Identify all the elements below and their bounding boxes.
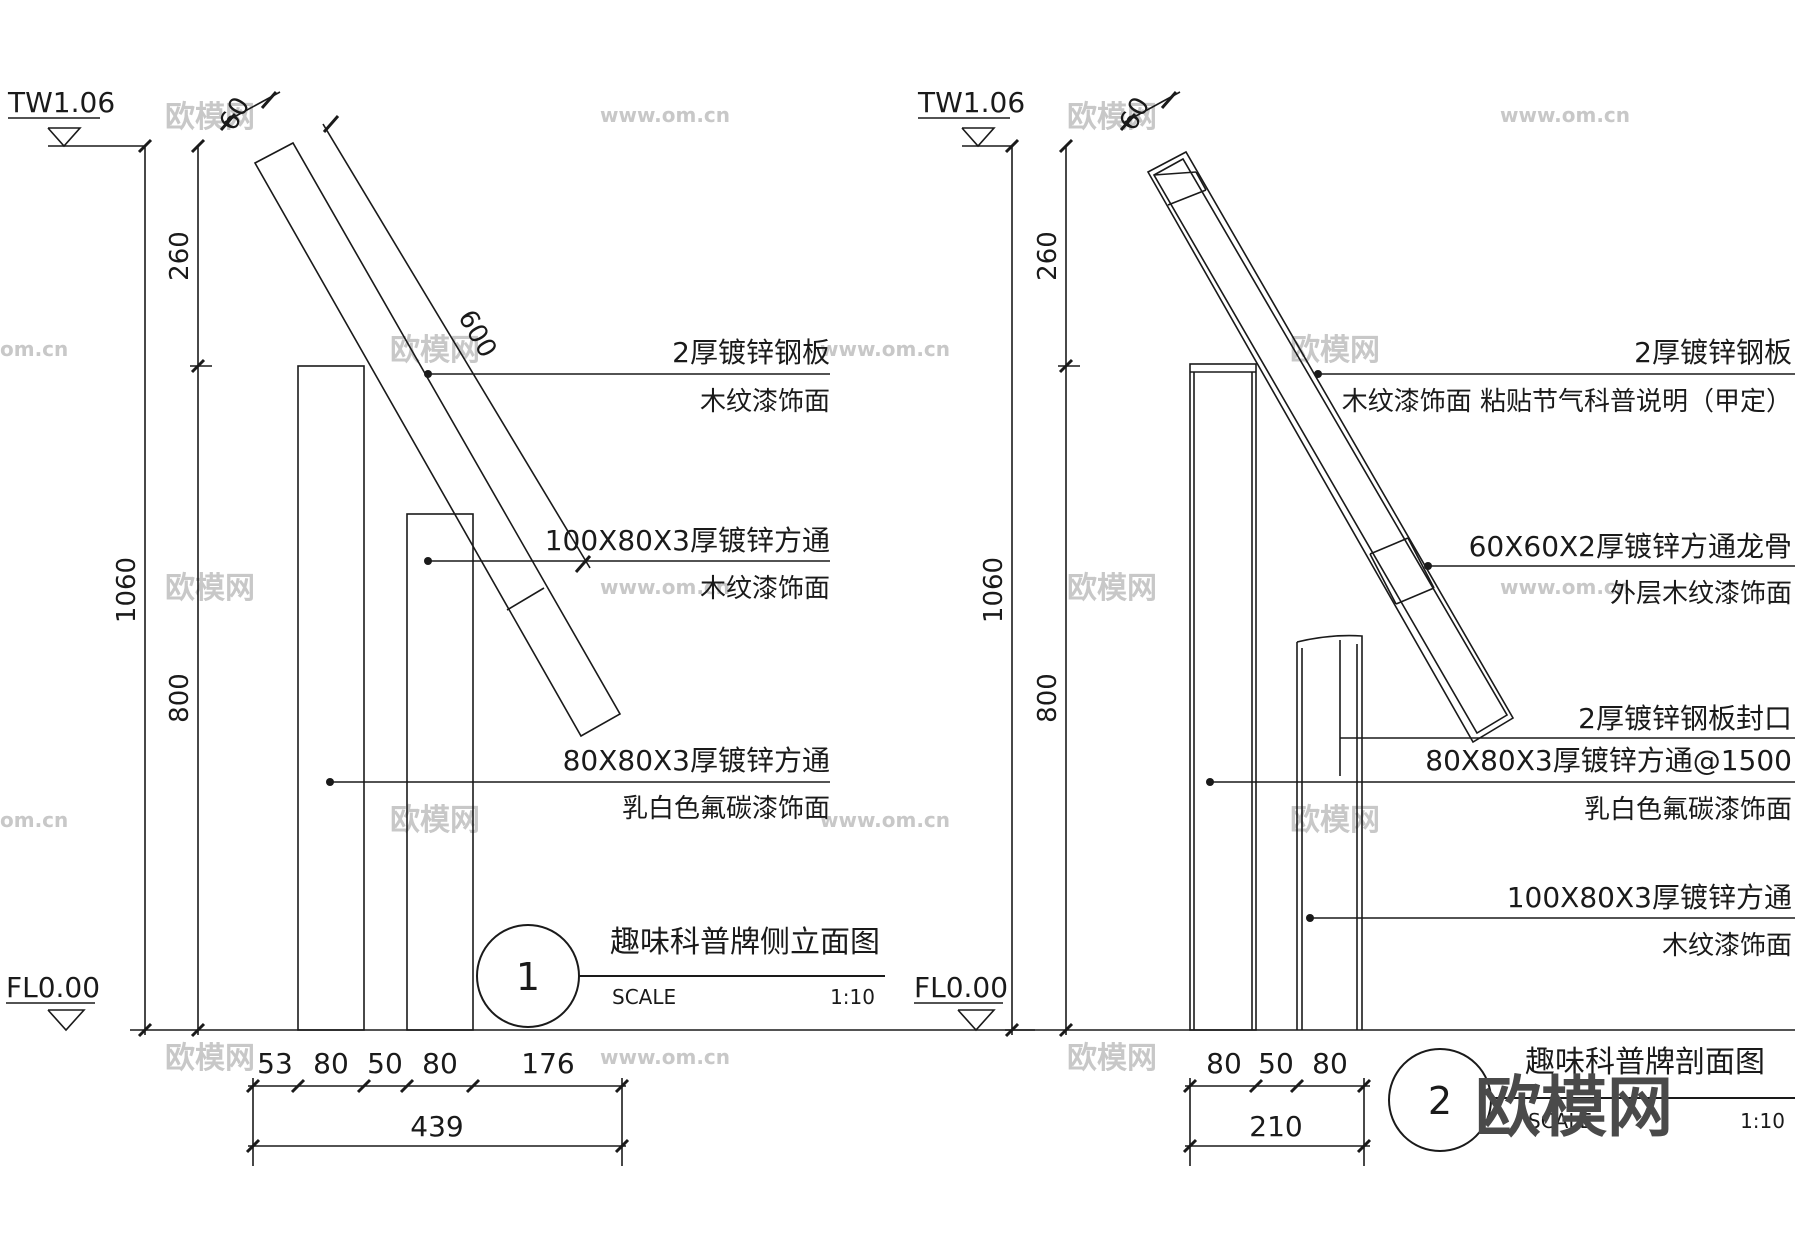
watermark-url: www.om.cn [1500, 575, 1630, 599]
watermark-text: 欧模网 [1067, 1041, 1157, 1076]
dim-800: 800 [1033, 673, 1063, 723]
level-mark-top: TW1.06 [917, 86, 1025, 148]
leader-1: 2厚镀锌钢板 木纹漆饰面 粘贴节气科普说明（甲定） [1314, 336, 1795, 417]
label-seal-plate: 2厚镀锌钢板封口 [1578, 702, 1792, 735]
watermark-url: om.cn [0, 337, 68, 361]
watermark-url: om.cn [0, 808, 68, 832]
watermark-text: 欧模网 [165, 100, 255, 135]
dim-439: 439 [410, 1110, 463, 1143]
label-steel-plate: 2厚镀锌钢板 [672, 336, 830, 369]
dim-80-a: 80 [1206, 1047, 1242, 1080]
level-mark-bottom: FL0.00 [914, 971, 1008, 1032]
scale-label-1: SCALE [612, 985, 676, 1009]
rear-post-section [1189, 363, 1257, 1031]
view-title-2: 趣味科普牌剖面图 [1525, 1045, 1765, 1080]
title-block-2: 2 趣味科普牌剖面图 SCALE 1:10 [1388, 1045, 1795, 1152]
label-tube-100x80: 100X80X3厚镀锌方通 [1507, 881, 1792, 914]
label-tube-80x80: 80X80X3厚镀锌方通 [563, 744, 830, 777]
label-steel-plate: 2厚镀锌钢板 [1634, 336, 1792, 369]
dim-50: 50 [1258, 1047, 1294, 1080]
label-fluorocarbon-finish: 乳白色氟碳漆饰面 [622, 794, 830, 824]
level-label-top: TW1.06 [7, 86, 115, 119]
leader-2: 60X60X2厚镀锌方通龙骨 外层木纹漆饰面 [1424, 530, 1795, 609]
label-wood-finish-2: 木纹漆饰面 [700, 574, 830, 604]
watermark-text: 欧模网 [165, 1041, 255, 1076]
bottom-dimensions: 53 80 50 80 176 439 [245, 1047, 630, 1166]
watermark-text: 欧模网 [1290, 803, 1380, 838]
watermark-logo: 欧模网 [1475, 1069, 1673, 1146]
dim-176: 176 [521, 1047, 574, 1080]
rear-post-80x80 [297, 365, 365, 1031]
leader-3: 80X80X3厚镀锌方通 乳白色氟碳漆饰面 [326, 744, 830, 824]
label-tube-80x80-spacing: 80X80X3厚镀锌方通@1500 [1425, 744, 1792, 777]
scale-value-1: 1:10 [830, 985, 875, 1009]
label-outer-wood-finish: 外层木纹漆饰面 [1610, 579, 1792, 609]
front-post-100x80 [406, 513, 474, 1031]
vertical-dimensions: 1060 260 800 [979, 138, 1080, 1038]
watermark-text: 欧模网 [390, 803, 480, 838]
watermark-text: 欧模网 [1067, 100, 1157, 135]
watermark-text: 欧模网 [165, 571, 255, 606]
dim-53: 53 [257, 1047, 293, 1080]
inclined-sign-panel-section [1146, 150, 1515, 744]
label-fluorocarbon-finish: 乳白色氟碳漆饰面 [1584, 795, 1792, 825]
label-wood-finish: 木纹漆饰面 [700, 387, 830, 417]
label-wood-finish-2: 木纹漆饰面 [1662, 931, 1792, 961]
level-label-bottom: FL0.00 [914, 971, 1008, 1004]
watermark-url: www.om.cn [820, 808, 950, 832]
scale-value-2: 1:10 [1740, 1109, 1785, 1133]
label-wood-finish-notes: 木纹漆饰面 粘贴节气科普说明（甲定） [1342, 387, 1792, 417]
leader-1: 2厚镀锌钢板 木纹漆饰面 [424, 336, 830, 417]
watermark-url: www.om.cn [600, 103, 730, 127]
dim-210: 210 [1249, 1110, 1302, 1143]
level-label-top: TW1.06 [917, 86, 1025, 119]
level-mark-top: TW1.06 [7, 86, 145, 148]
dim-80-b: 80 [1312, 1047, 1348, 1080]
leader-4: 80X80X3厚镀锌方通@1500 乳白色氟碳漆饰面 [1206, 744, 1795, 825]
level-mark-bottom: FL0.00 [6, 971, 100, 1032]
watermark-url: www.om.cn [600, 1045, 730, 1069]
watermark-text: 欧模网 [1290, 333, 1380, 368]
view-number-1: 1 [516, 955, 540, 999]
inclined-sign-panel [253, 141, 622, 738]
dim-80-b: 80 [422, 1047, 458, 1080]
dim-50: 50 [367, 1047, 403, 1080]
dim-1060: 1060 [979, 557, 1009, 623]
watermark-url: www.om.cn [820, 337, 950, 361]
leader-3: 2厚镀锌钢板封口 [1340, 702, 1795, 739]
watermark-text: 欧模网 [1067, 571, 1157, 606]
leader-5: 100X80X3厚镀锌方通 木纹漆饰面 [1306, 881, 1795, 961]
dim-800: 800 [165, 673, 195, 723]
view-2-section: TW1.06 FL0.00 1060 260 800 [914, 86, 1795, 1166]
bottom-dimensions: 80 50 80 210 [1182, 1047, 1372, 1166]
view-number-2: 2 [1428, 1079, 1452, 1123]
scale-label-2: SCALE [1528, 1109, 1592, 1133]
leader-2: 100X80X3厚镀锌方通 木纹漆饰面 [424, 524, 830, 604]
view-title-1: 趣味科普牌侧立面图 [610, 925, 880, 960]
level-label-bottom: FL0.00 [6, 971, 100, 1004]
watermark-url: www.om.cn [1500, 103, 1630, 127]
dim-260: 260 [165, 231, 195, 281]
label-keel-tube: 60X60X2厚镀锌方通龙骨 [1469, 530, 1792, 563]
dim-260: 260 [1033, 231, 1063, 281]
dim-1060: 1060 [112, 557, 142, 623]
dim-80-a: 80 [313, 1047, 349, 1080]
watermark-url: www.om.cn [600, 575, 730, 599]
title-block-1: 1 趣味科普牌侧立面图 SCALE 1:10 [476, 924, 885, 1028]
label-tube-100x80: 100X80X3厚镀锌方通 [545, 524, 830, 557]
front-post-section [1296, 634, 1363, 1030]
watermark-layer: 欧模网 www.om.cn 欧模网 www.om.cn om.cn 欧模网 ww… [0, 100, 1630, 1076]
view-1-side-elevation: TW1.06 FL0.00 1060 260 800 [6, 86, 1035, 1166]
vertical-dimensions: 1060 260 800 [112, 138, 212, 1038]
